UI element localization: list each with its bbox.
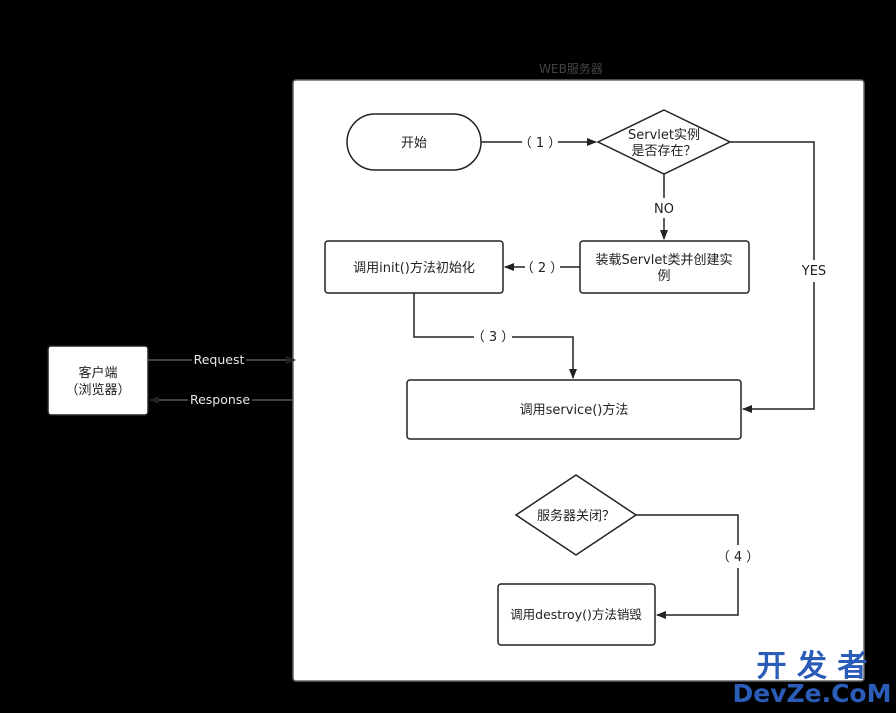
edge-step1-label: （ 1 ）: [519, 136, 562, 151]
servlet-exists-label-line2: 是否存在？: [631, 144, 696, 159]
edge-yes: YES: [730, 141, 826, 413]
watermark-line1: 开 发 者: [757, 649, 868, 684]
edge-step4-label: （ 4 ）: [717, 550, 760, 565]
start-node: 开始: [346, 113, 482, 171]
edge-step4: （ 4 ）: [636, 514, 760, 619]
edge-step3: （ 3 ）: [413, 293, 577, 379]
edge-request-label: Request: [194, 352, 245, 367]
destroy-label: 调用destroy()方法销毁: [510, 607, 642, 622]
client-label-line1: 客户端: [78, 365, 117, 381]
client-label-line2: （浏览器）: [65, 382, 130, 398]
destroy-node: 调用destroy()方法销毁: [497, 583, 656, 646]
edge-step2-label: （ 2 ）: [521, 261, 564, 276]
watermark-line2: DevZe.CoM: [733, 679, 892, 708]
servlet-exists-label-line1: Servlet实例: [628, 128, 700, 143]
init-node: 调用init()方法初始化: [324, 240, 504, 294]
container-title: WEB服务器: [539, 61, 603, 76]
load-servlet-label-line1: 装载Servlet类并创建实: [596, 253, 733, 268]
edge-yes-label: YES: [801, 264, 826, 279]
load-servlet-label-line2: 例: [657, 269, 670, 284]
init-label: 调用init()方法初始化: [353, 260, 475, 276]
service-label: 调用service()方法: [520, 402, 629, 418]
edge-step2: （ 2 ）: [504, 261, 580, 276]
edge-response-label: Response: [190, 392, 250, 407]
start-label: 开始: [401, 136, 427, 151]
server-shutdown-label: 服务器关闭？: [537, 508, 615, 524]
edge-no-label: NO: [654, 202, 674, 217]
edge-no: NO: [654, 174, 674, 240]
edge-step3-label: （ 3 ）: [472, 330, 515, 345]
service-node: 调用service()方法: [406, 379, 742, 440]
edge-request: Request: [148, 352, 296, 368]
watermark-logo: 开 发 者 DevZe.CoM: [733, 649, 892, 708]
load-servlet-node: 装载Servlet类并创建实 例: [579, 240, 750, 294]
edge-step1: （ 1 ）: [481, 136, 597, 151]
edge-response: Response: [149, 392, 293, 408]
client-node: 客户端 （浏览器）: [47, 345, 149, 416]
servlet-exists-decision: Servlet实例 是否存在？: [596, 109, 732, 175]
server-shutdown-decision: 服务器关闭？: [514, 474, 638, 556]
